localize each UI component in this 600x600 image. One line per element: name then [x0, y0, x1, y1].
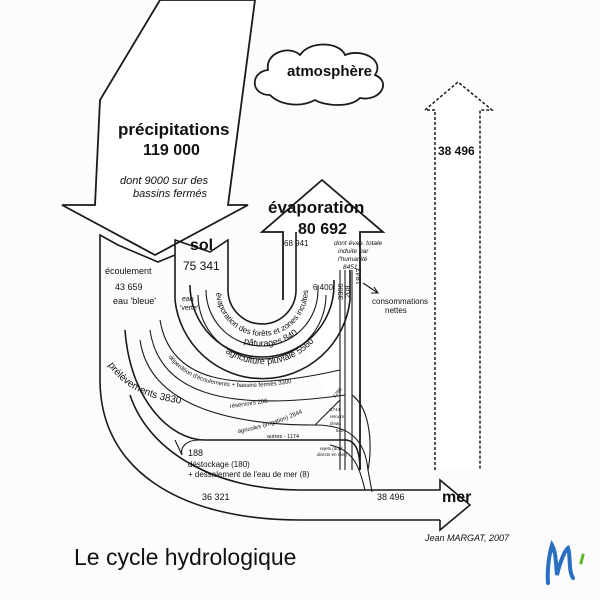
rejets-label: rejets (dont	[320, 446, 343, 451]
eau-bleue-label: eau 'bleue'	[113, 296, 156, 306]
flow-540-value: 540	[336, 428, 344, 433]
evaporation-note: 8451	[343, 264, 358, 271]
atmosphere-cloud	[253, 43, 384, 106]
consumption-3300: 3300	[336, 283, 345, 300]
precipitation-arrow	[61, 0, 256, 257]
flow-6400-value: 6 400	[313, 283, 334, 292]
reservoirs-flow-label: réservoirs 208	[229, 399, 268, 410]
page-title: Le cycle hydrologique	[74, 544, 297, 570]
evaporation-value: 80 692	[298, 221, 347, 238]
return-arrow	[422, 81, 495, 470]
dessalement-label: + dessalement de l'eau de mer (8)	[188, 470, 310, 479]
ecoulement-label: écoulement	[105, 266, 152, 276]
consumption-1843: 1843	[354, 268, 363, 285]
sol-value: 75 341	[183, 259, 220, 273]
sol-label: sol	[190, 237, 213, 254]
agricoles-flow-label: agricoles (irrigation) 2844	[237, 409, 304, 435]
arrow-icon	[362, 282, 380, 294]
logo	[545, 539, 585, 585]
credit: Jean MARGAT, 2007	[424, 533, 510, 543]
destockage-label: déstockage (180)	[188, 460, 250, 469]
evaporation-note: dont évap. totale	[334, 240, 382, 247]
atmosphere-label: atmosphère	[287, 63, 372, 80]
eau-verte-label: 'verte'	[180, 305, 198, 312]
consumption-label: nettes	[385, 306, 407, 315]
precipitation-value: 119 000	[143, 142, 200, 159]
evaporation-branch-value: 68 941	[284, 239, 309, 248]
consumption-208: 208	[343, 285, 352, 298]
outflow-right-value: 38 496	[377, 492, 405, 502]
evaporation-note: induite par	[338, 248, 369, 255]
outflow-left-value: 36 321	[202, 492, 230, 502]
rejets-label: directs en mer)	[317, 452, 348, 457]
evaporation-note: l'humanité	[338, 256, 368, 263]
consumption-label: consommations	[372, 297, 428, 306]
outflow-arrowhead	[129, 394, 472, 532]
destockage-value: 188	[188, 448, 203, 458]
retours-label: d'eau	[330, 421, 341, 426]
precipitation-label: précipitations	[118, 120, 229, 139]
ecoulement-value: 43 659	[115, 282, 143, 292]
precipitation-note: bassins fermés	[133, 188, 207, 200]
retours-label: 1744	[330, 407, 341, 412]
evaporation-inner-edge	[227, 232, 297, 325]
autres-flow-label: autres - 1174	[267, 434, 299, 440]
flow-1286-value: 1286	[332, 387, 344, 400]
eau-verte-label: eau	[182, 296, 194, 303]
mer-label: mer	[442, 489, 471, 506]
prelevements-flow-label: prélèvements 3830	[106, 360, 183, 406]
retours-label: retours	[330, 414, 345, 419]
evaporation-label: évaporation	[268, 198, 364, 217]
return-value: 38 496	[438, 144, 475, 158]
precipitation-note: dont 9000 sur des	[120, 175, 209, 187]
